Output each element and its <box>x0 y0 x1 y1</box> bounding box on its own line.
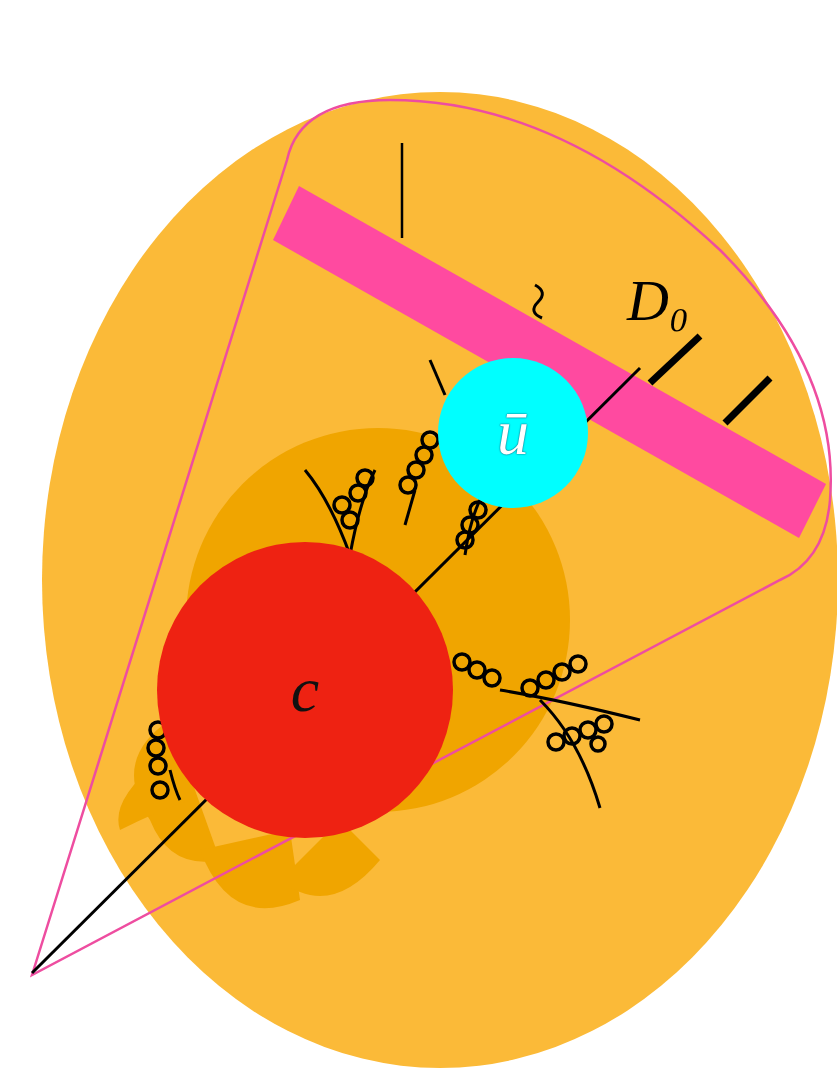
particle-name: ū <box>497 396 529 470</box>
hadron-region <box>42 92 837 1068</box>
hadron-bar <box>273 186 826 538</box>
particle-name: c <box>291 653 319 727</box>
jet-cone <box>32 100 831 975</box>
parton-lines <box>32 143 770 973</box>
particle-circle: ū <box>438 358 588 508</box>
hadron-label: D₀ <box>627 267 689 334</box>
particle-circle: c <box>157 542 453 838</box>
